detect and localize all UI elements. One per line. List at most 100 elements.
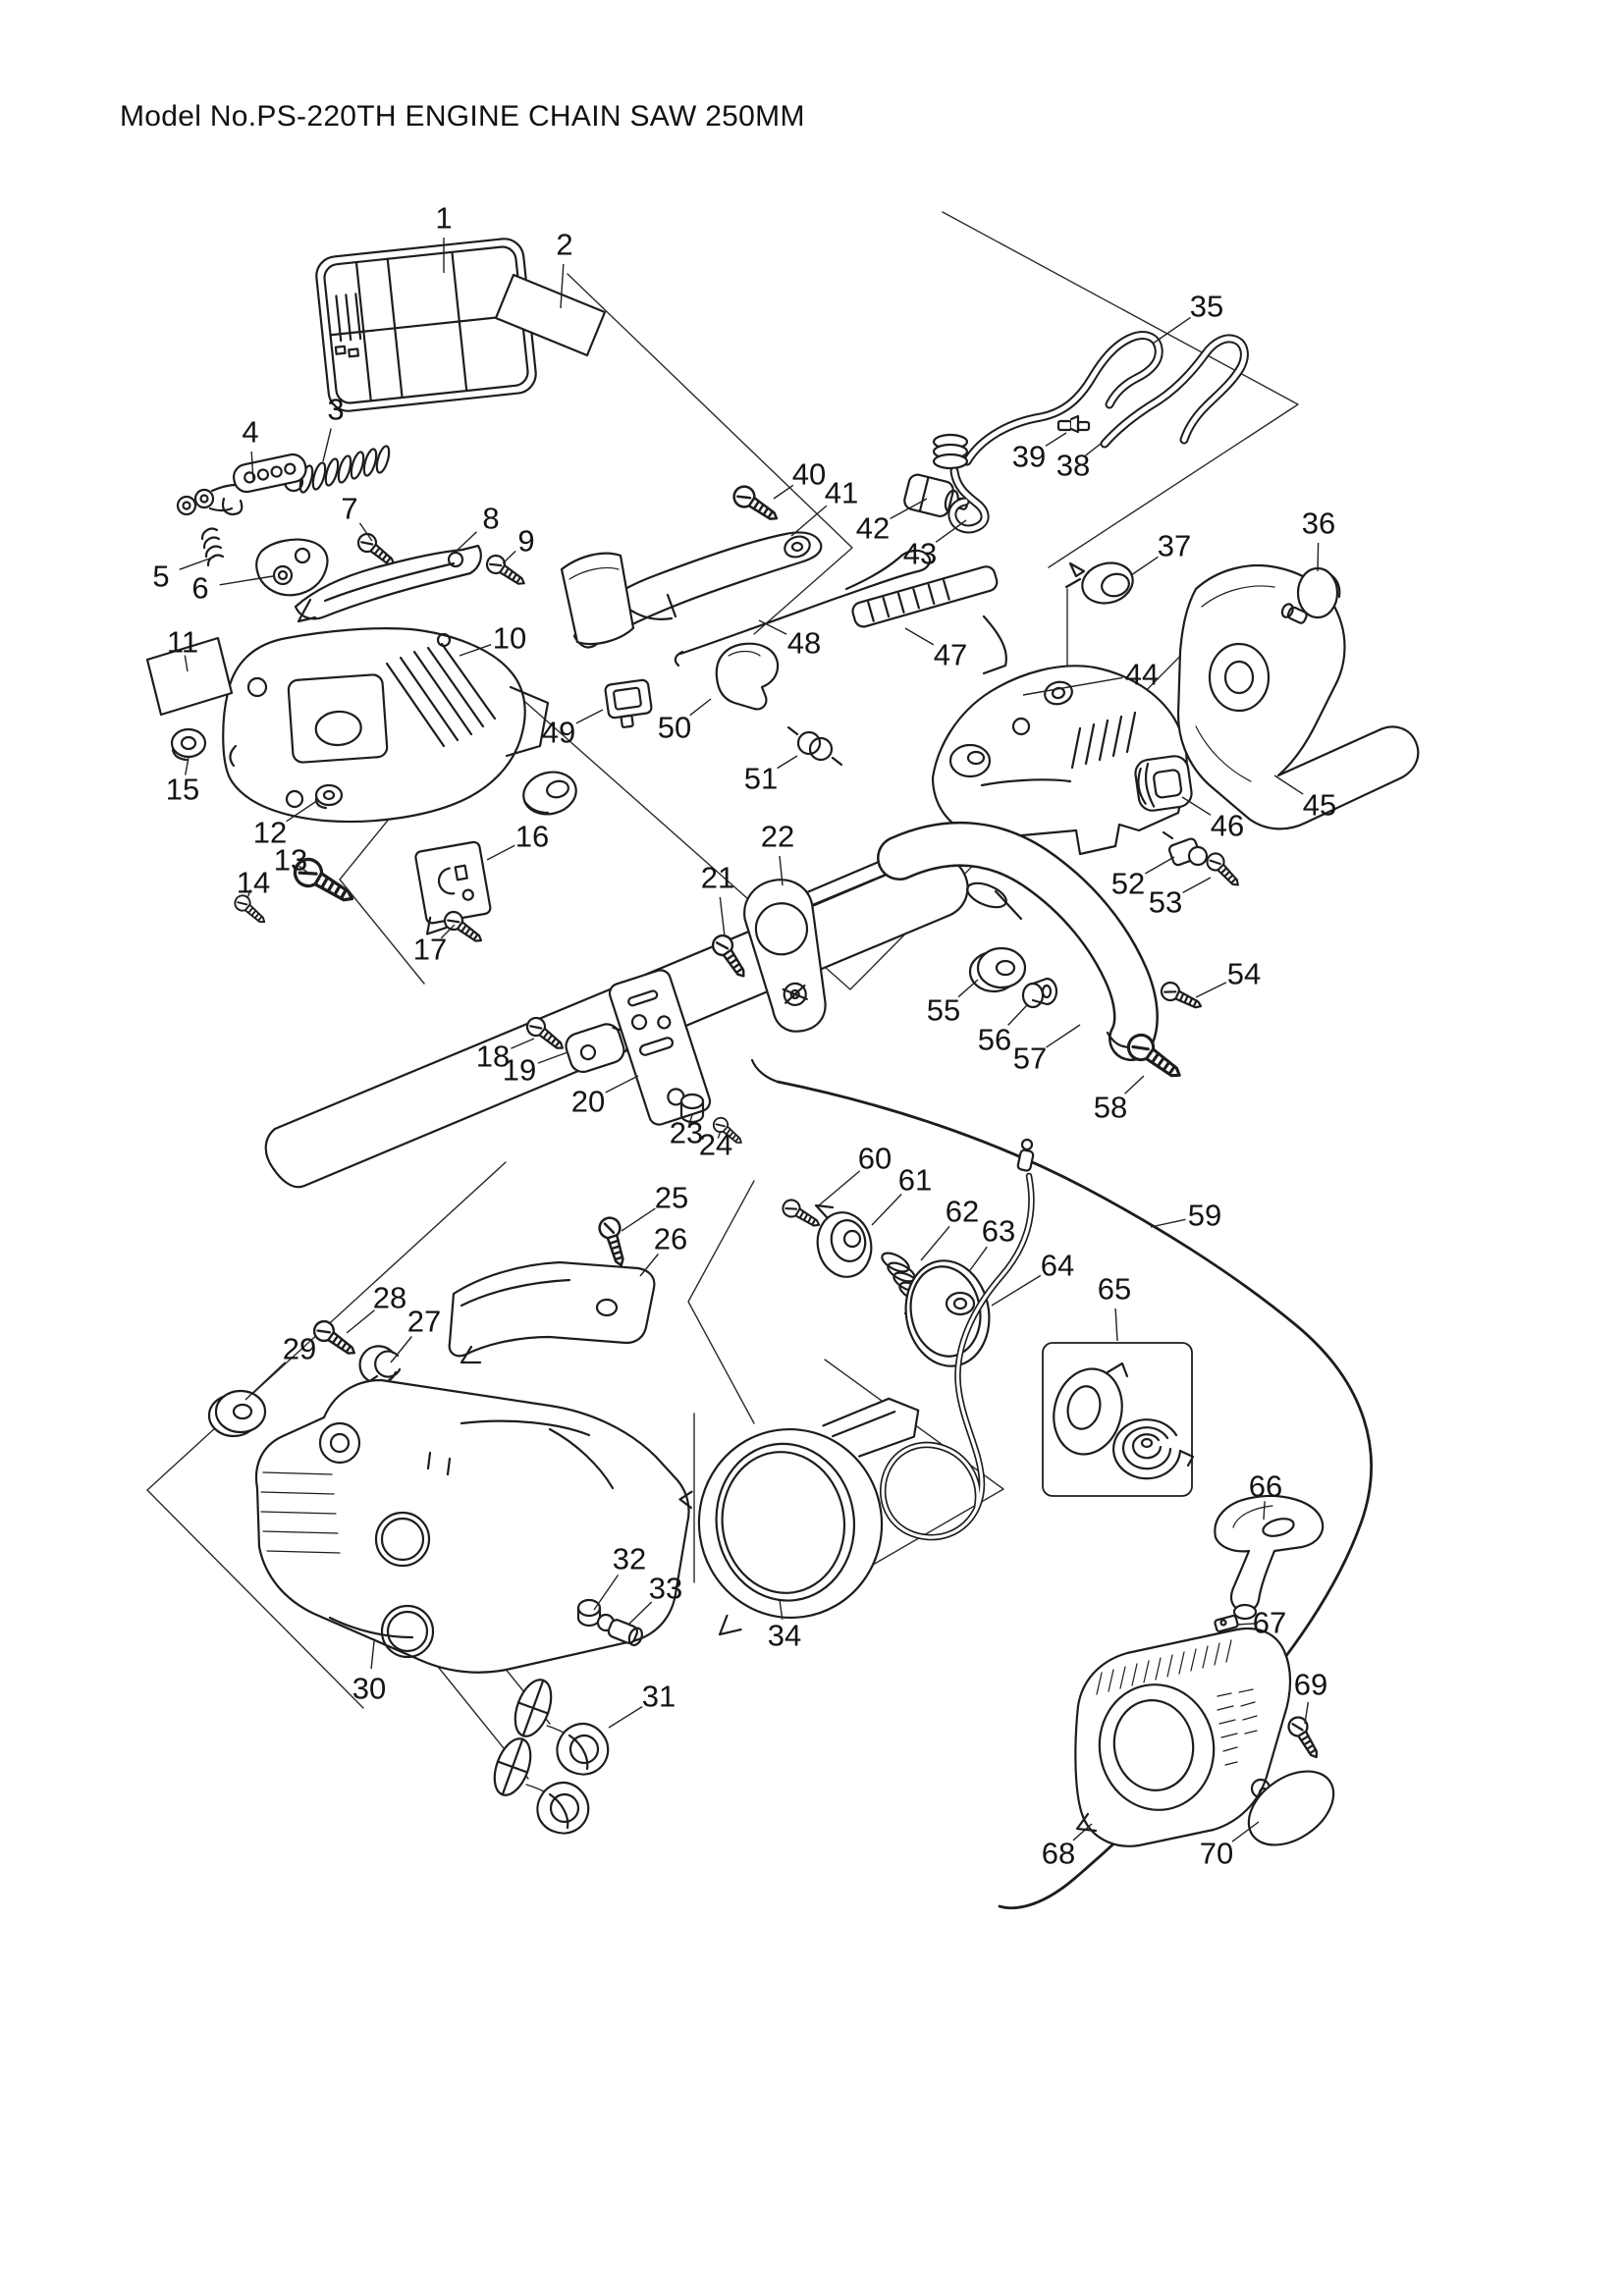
leader-line-53: [1182, 877, 1212, 894]
callout-12: 12: [253, 799, 319, 850]
part-number-13: 13: [274, 843, 307, 878]
callout-7: 7: [341, 492, 373, 542]
part-number-46: 46: [1211, 809, 1244, 843]
part-number-35: 35: [1190, 290, 1223, 324]
part-number-11: 11: [167, 625, 198, 660]
part-22-gasket: [743, 879, 827, 1033]
part-34-fan-cover: [678, 1397, 920, 1636]
part-number-36: 36: [1302, 507, 1335, 541]
part-number-68: 68: [1042, 1837, 1075, 1871]
part-number-3: 3: [327, 393, 344, 427]
callout-37: 37: [1130, 529, 1191, 576]
part-30-engine-housing: [255, 1378, 690, 1674]
part-number-31: 31: [642, 1680, 676, 1714]
part-63-rope-pulley: [904, 1259, 991, 1367]
part-25-screw: [595, 1213, 633, 1270]
leader-line-41: [790, 505, 828, 537]
callout-63: 63: [969, 1214, 1015, 1271]
part-67-clip: [1214, 1614, 1239, 1633]
part-39-connector: [1056, 414, 1091, 434]
part-number-40: 40: [792, 457, 826, 492]
part-number-64: 64: [1041, 1249, 1074, 1283]
callout-6: 6: [191, 571, 274, 606]
part-number-63: 63: [982, 1214, 1015, 1249]
leader-line-42: [890, 498, 928, 520]
part-number-32: 32: [613, 1542, 646, 1576]
part-number-54: 54: [1227, 957, 1261, 991]
callout-22: 22: [761, 820, 794, 886]
callout-3: 3: [322, 393, 345, 462]
callout-15: 15: [166, 757, 199, 807]
leader-line-32: [593, 1575, 620, 1611]
leader-line-21: [719, 896, 726, 937]
leader-line-5: [179, 556, 216, 570]
part-number-28: 28: [373, 1281, 406, 1315]
callout-49: 49: [542, 709, 604, 750]
leader-line-4: [250, 451, 254, 482]
leader-line-56: [1007, 1004, 1028, 1026]
leader-line-22: [779, 855, 784, 886]
part-number-18: 18: [476, 1040, 510, 1074]
part-number-41: 41: [825, 476, 858, 510]
leader-line-64: [991, 1274, 1042, 1307]
part-10-clutch-cover: [222, 627, 550, 824]
part-number-45: 45: [1303, 788, 1336, 823]
leader-line-26: [639, 1254, 659, 1277]
callout-8: 8: [454, 502, 500, 554]
part-number-24: 24: [699, 1128, 732, 1162]
callout-48: 48: [758, 619, 821, 661]
leader-line-24: [717, 1130, 722, 1139]
part-28-screw: [309, 1316, 361, 1362]
leader-line-19: [537, 1051, 568, 1064]
callout-5: 5: [152, 556, 216, 594]
callout-13: 13: [274, 843, 310, 878]
part-number-52: 52: [1111, 867, 1145, 901]
leader-line-17: [440, 924, 456, 939]
part-number-23: 23: [670, 1116, 703, 1150]
leader-line-48: [758, 619, 787, 635]
callout-53: 53: [1149, 877, 1212, 920]
part-55-damper: [968, 946, 1027, 993]
callout-51: 51: [744, 755, 798, 796]
callout-4: 4: [242, 415, 259, 482]
part-60-screw: [779, 1196, 825, 1233]
part-number-9: 9: [517, 524, 534, 559]
callout-54: 54: [1195, 957, 1261, 998]
leader-line-33: [627, 1601, 653, 1626]
part-number-10: 10: [493, 621, 526, 656]
part-52-knob: [1162, 830, 1209, 867]
leader-line-39: [1045, 432, 1067, 447]
leader-line-28: [346, 1309, 375, 1334]
leader-line-35: [1152, 316, 1191, 345]
part-number-50: 50: [658, 711, 691, 745]
leader-line-61: [871, 1194, 902, 1226]
leader-line-70: [1231, 1821, 1260, 1842]
part-number-33: 33: [649, 1572, 682, 1606]
callout-44: 44: [1022, 658, 1159, 696]
callout-30: 30: [352, 1640, 386, 1706]
part-4-chain-catcher: [176, 453, 307, 516]
leader-line-66: [1263, 1501, 1266, 1521]
callout-18: 18: [476, 1038, 535, 1074]
leader-line-15: [185, 757, 189, 775]
callout-27: 27: [390, 1305, 441, 1363]
leader-line-18: [511, 1038, 535, 1049]
part-number-42: 42: [856, 511, 890, 546]
leader-line-31: [608, 1706, 643, 1729]
callout-20: 20: [571, 1075, 639, 1119]
part-15-grommet: [170, 727, 207, 762]
leader-line-58: [1124, 1075, 1145, 1095]
callout-19: 19: [503, 1051, 568, 1088]
page-title: Model No.PS-220TH ENGINE CHAIN SAW 250MM: [120, 100, 805, 133]
leader-line-30: [370, 1640, 375, 1670]
part-number-57: 57: [1013, 1041, 1047, 1076]
part-12-bushing: [314, 783, 344, 810]
callout-65: 65: [1098, 1272, 1131, 1342]
part-number-17: 17: [413, 933, 447, 967]
leader-line-6: [219, 575, 274, 586]
callout-66: 66: [1249, 1469, 1282, 1521]
leader-line-34: [779, 1599, 784, 1620]
leader-line-14: [246, 888, 251, 899]
leader-line-29: [244, 1362, 286, 1401]
